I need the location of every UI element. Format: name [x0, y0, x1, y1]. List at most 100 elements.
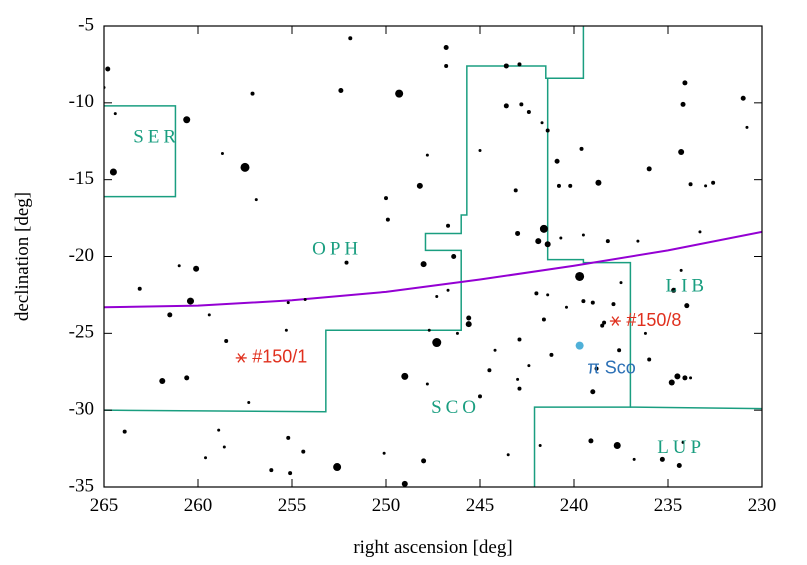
- star-point: [679, 268, 683, 272]
- star-point: [301, 449, 306, 454]
- star-point: [540, 121, 544, 125]
- star-point: [425, 382, 429, 386]
- star-point: [617, 348, 622, 353]
- star-point: [333, 463, 342, 472]
- y-tick-label: -5: [78, 14, 94, 35]
- star-point: [590, 300, 595, 305]
- star-point: [632, 457, 636, 461]
- star-point: [184, 375, 190, 381]
- star-point: [286, 435, 291, 440]
- star-point: [544, 241, 551, 248]
- y-tick-label: -20: [69, 245, 94, 266]
- star-point: [517, 386, 522, 391]
- star-point: [416, 182, 423, 189]
- star-point: [384, 196, 388, 201]
- star-point: [286, 301, 290, 305]
- star-point: [344, 260, 349, 265]
- star-point: [420, 261, 427, 268]
- boundary-line-3: [533, 78, 632, 487]
- x-tick-label: 265: [90, 495, 119, 516]
- ecliptic-layer: [104, 230, 762, 309]
- star-point: [385, 217, 390, 222]
- star-point: [247, 400, 251, 404]
- star-point: [554, 158, 560, 164]
- star-point: [109, 168, 117, 176]
- markers-layer: #150/1#150/8π Sco: [235, 310, 681, 377]
- star-point: [546, 293, 550, 297]
- star-point: [516, 377, 520, 381]
- x-tick-label: 235: [654, 495, 683, 516]
- star-point: [269, 468, 274, 473]
- star-point: [446, 288, 450, 292]
- ecliptic-line: [104, 230, 762, 309]
- constellation-label-sco: SCO: [431, 397, 480, 418]
- star-point: [745, 125, 749, 129]
- star-point: [519, 102, 524, 107]
- star-point: [689, 376, 693, 380]
- star-point: [549, 352, 554, 357]
- star-point: [401, 372, 409, 380]
- star-point: [594, 366, 599, 371]
- star-point: [581, 299, 586, 304]
- star-point: [605, 239, 610, 244]
- star-point: [217, 428, 221, 432]
- star-point: [193, 265, 200, 272]
- star-point: [503, 103, 509, 109]
- star-point: [421, 458, 427, 464]
- asterisk-marker: [235, 353, 247, 363]
- star-point: [177, 264, 181, 268]
- x-tick-label: 260: [184, 495, 213, 516]
- star-point: [568, 183, 573, 188]
- star-point: [684, 303, 690, 309]
- star-point: [588, 438, 594, 444]
- star-point: [183, 116, 191, 124]
- star-point: [527, 364, 531, 368]
- marker-label: #150/1: [252, 347, 307, 367]
- star-point: [595, 179, 602, 186]
- star-point: [159, 377, 166, 384]
- y-tick-label: -10: [69, 91, 94, 112]
- constellation-label-lup: LUP: [657, 437, 705, 458]
- asterisk-marker: [609, 316, 621, 326]
- star-point: [513, 188, 518, 193]
- star-point: [478, 394, 482, 399]
- star-point: [122, 429, 127, 434]
- star-point: [526, 110, 531, 115]
- x-tick-label: 230: [748, 495, 777, 516]
- star-point: [602, 320, 607, 325]
- star-point: [435, 294, 439, 298]
- star-point: [432, 338, 442, 348]
- star-point: [284, 328, 288, 332]
- star-point: [698, 230, 702, 234]
- constellation-label-lib: LIB: [665, 276, 708, 297]
- y-axis-title: declination [deg]: [12, 192, 33, 321]
- star-point: [451, 254, 457, 259]
- x-tick-label: 245: [466, 495, 495, 516]
- y-tick-label: -30: [69, 399, 94, 420]
- star-point: [348, 36, 353, 41]
- target-star-point: [575, 341, 584, 350]
- star-point: [619, 281, 623, 285]
- star-point: [556, 183, 561, 188]
- constellation-boundaries: [104, 26, 762, 487]
- x-tick-label: 255: [278, 495, 307, 516]
- star-point: [427, 328, 431, 332]
- star-point: [611, 302, 616, 307]
- star-point: [478, 148, 482, 152]
- star-point: [303, 298, 307, 302]
- target-star-label: π Sco: [587, 357, 635, 377]
- stars-layer: [104, 36, 749, 487]
- star-point: [688, 182, 693, 187]
- star-point: [204, 456, 208, 460]
- star-point: [647, 357, 652, 362]
- x-tick-label: 250: [372, 495, 401, 516]
- star-point: [674, 373, 681, 380]
- y-tick-label: -25: [69, 322, 94, 343]
- star-point: [740, 95, 746, 101]
- star-point: [613, 442, 621, 450]
- star-point: [338, 88, 344, 94]
- y-tick-label: -15: [69, 168, 94, 189]
